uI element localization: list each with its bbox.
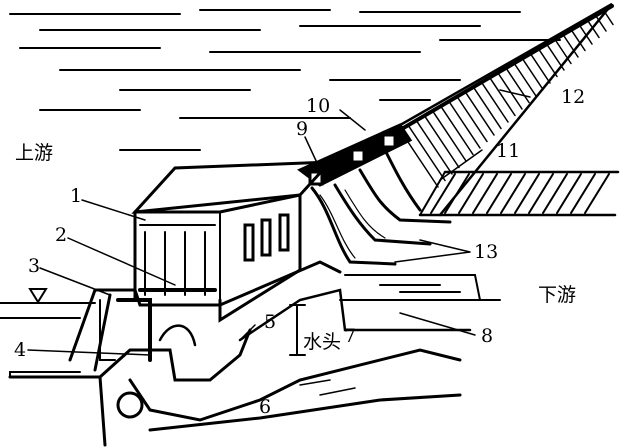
head-indicator [289,304,306,356]
downstream-label: 下游 [538,284,577,306]
foundation-tailrace [8,288,472,447]
intake-dam [68,260,342,372]
label-4: 4 [14,339,27,361]
spillway [297,123,452,266]
label-5: 5 [264,311,277,333]
upstream-water-level [0,288,96,319]
downstream-bank [418,170,620,217]
head-label: 水头 [303,331,342,353]
upstream-label: 上游 [15,142,54,164]
label-9: 9 [296,118,309,140]
earth-dam [393,2,614,217]
tailwater [339,274,501,301]
label-7: 7 [344,325,357,347]
reservoir-water [9,9,561,151]
leader-lines [27,89,531,356]
label-13: 13 [474,241,499,263]
label-2: 2 [55,224,68,246]
label-8: 8 [481,325,494,347]
powerhouse [131,160,334,323]
label-10: 10 [306,95,331,117]
label-12: 12 [561,86,586,108]
label-1: 1 [70,185,83,207]
label-3: 3 [28,255,41,277]
label-6: 6 [259,396,272,418]
label-11: 11 [496,140,521,162]
